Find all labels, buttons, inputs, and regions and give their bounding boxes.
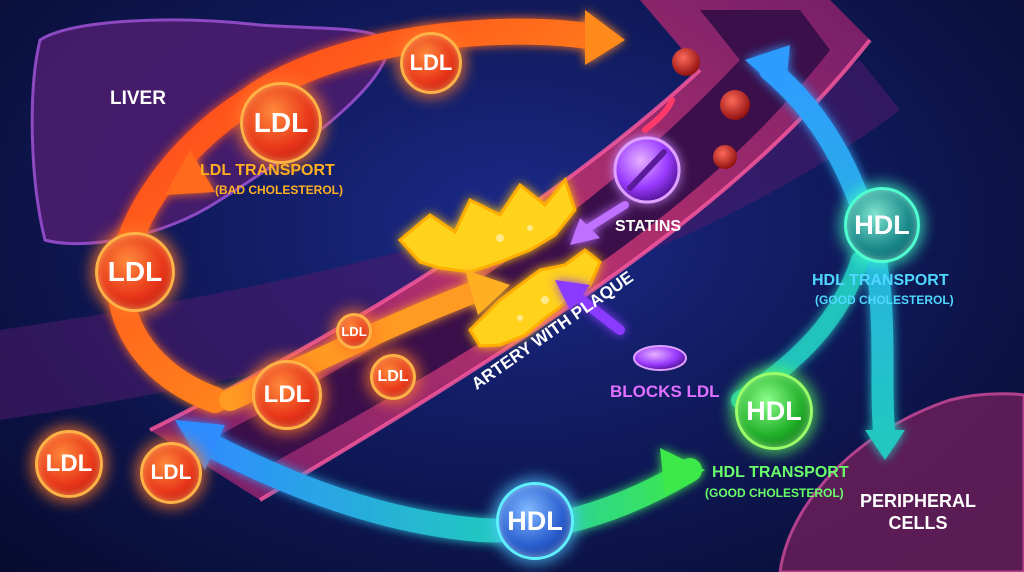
hdl-particle: HDL [844, 187, 920, 263]
hdl-particle: HDL [496, 482, 574, 560]
ldl-particle: LDL [240, 82, 322, 164]
peripheral-cells-shape [778, 392, 1024, 572]
statin-arrow [570, 201, 629, 245]
hdl-particle: HDL [735, 372, 813, 450]
plaque-deposit [397, 176, 602, 348]
ldl-particle: LDL [370, 354, 416, 400]
good-cholesterol-label: (GOOD CHOLESTEROL) [815, 293, 954, 307]
red-curve-arrow [642, 97, 675, 133]
blocks-ldl-label: BLOCKS LDL [610, 382, 720, 401]
bad-cholesterol-label: (BAD CHOLESTEROL) [215, 183, 343, 197]
ldl-transport-label: LDL TRANSPORT [200, 162, 335, 179]
ldl-particle: LDL [95, 232, 175, 312]
hdl-transport-label-2: HDL TRANSPORT [712, 464, 849, 481]
ldl-particle: LDL [336, 313, 372, 349]
red-blood-cell [713, 145, 737, 169]
peripheral-cells-label: PERIPHERAL CELLS [860, 490, 976, 534]
ldl-particle: LDL [35, 430, 103, 498]
statin-pill [613, 136, 681, 204]
good-cholesterol-label-2: (GOOD CHOLESTEROL) [705, 486, 844, 500]
ldl-particle: LDL [400, 32, 462, 94]
blocks-ldl-arrow [555, 280, 625, 335]
statins-label: STATINS [615, 218, 682, 235]
peripheral-cells-line1: PERIPHERAL [860, 491, 977, 511]
ldl-particle: LDL [140, 442, 202, 504]
red-blood-cell [672, 48, 700, 76]
liver-label: LIVER [110, 88, 166, 109]
red-blood-cell [720, 90, 750, 120]
ldl-particle: LDL [252, 360, 322, 430]
blocks-ldl-pill [633, 345, 687, 371]
peripheral-cells-line2: CELLS [888, 513, 948, 533]
hdl-transport-label: HDL TRANSPORT [812, 272, 949, 289]
